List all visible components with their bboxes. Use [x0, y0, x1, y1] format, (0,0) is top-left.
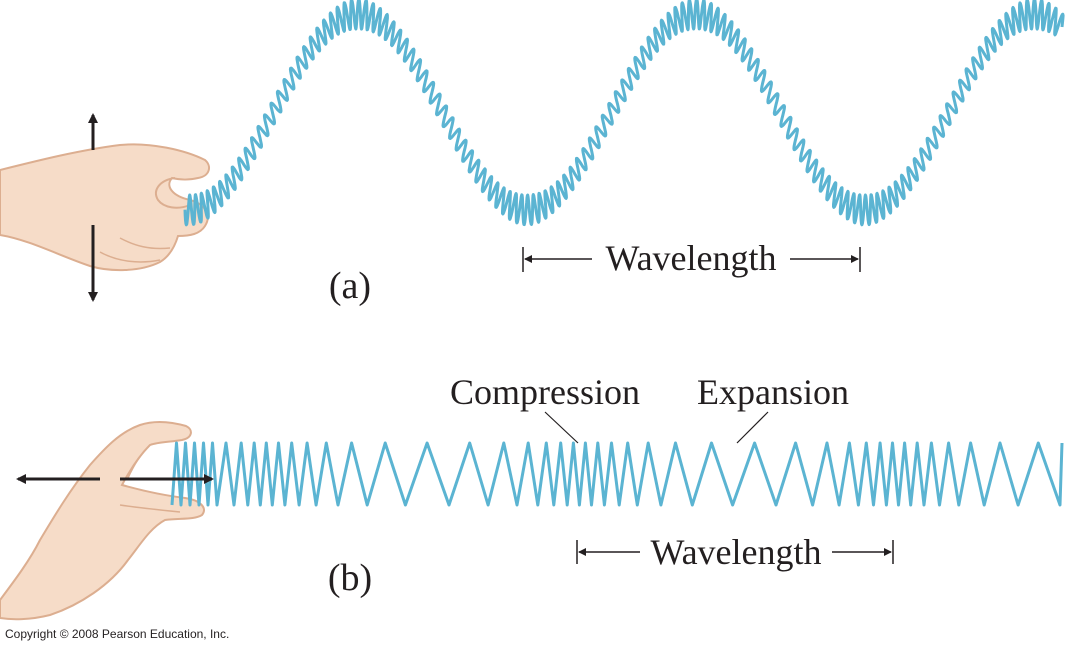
copyright-notice: Copyright © 2008 Pearson Education, Inc. — [5, 627, 229, 641]
expansion-pointer — [736, 411, 769, 444]
wavelength-bracket-a — [522, 247, 861, 272]
expansion-label: Expansion — [697, 372, 849, 412]
wavelength-label-a: Wavelength — [605, 238, 776, 278]
panel-a-label: (a) — [329, 265, 371, 307]
compression-label: Compression — [450, 372, 640, 412]
panel-a: Wavelength (a) — [0, 0, 1065, 307]
compression-pointer — [544, 411, 579, 444]
hand-b-illustration — [0, 421, 205, 621]
spring-longitudinal — [170, 441, 1064, 507]
wavelength-bracket-b — [576, 540, 894, 564]
wavelength-label-b: Wavelength — [650, 532, 821, 572]
panel-b: Compression Expansion Wavelength (b) — [0, 372, 1064, 621]
spring-transverse — [183, 0, 1065, 227]
hand-a-illustration — [0, 143, 211, 272]
panel-b-label: (b) — [328, 557, 372, 599]
